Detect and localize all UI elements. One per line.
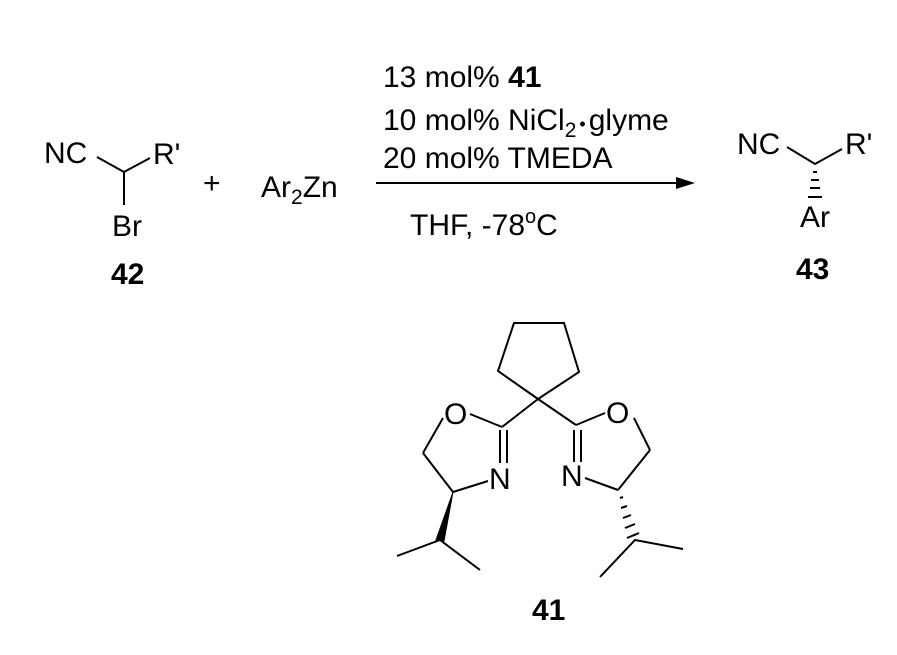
condition-ligand: 13 mol% 41	[383, 61, 541, 94]
oxygen-right: O	[606, 397, 629, 430]
ligand-41: O N O N 41	[396, 322, 684, 627]
compound-label-42: 42	[111, 258, 144, 291]
condition-tmeda: 20 mol% TMEDA	[383, 142, 613, 175]
bond	[786, 146, 843, 166]
arrow-head	[676, 177, 695, 189]
isopropyl-right	[599, 538, 684, 578]
oxygen-left: O	[444, 398, 467, 431]
condition-nickel: 10 mol% NiCl2•glyme	[383, 104, 669, 142]
bromine: Br	[112, 210, 142, 243]
condition-solvent-temp: THF, -78oC	[410, 206, 558, 242]
aryl-group: Ar	[800, 201, 830, 234]
nc-group: NC	[737, 128, 780, 161]
nitrogen-left: N	[489, 463, 511, 496]
r-prime-group: R'	[153, 138, 180, 171]
wedge-bond	[435, 491, 454, 542]
reaction-conditions: 13 mol% 41 10 mol% NiCl2•glyme 20 mol% T…	[376, 61, 695, 242]
product-43: NC R' Ar 43	[737, 128, 872, 286]
cyclopentane-ring	[496, 322, 581, 401]
reactant-42: NC R' Br 42	[44, 137, 180, 291]
diarylzinc-reagent: Ar2Zn	[261, 171, 338, 209]
nc-group: NC	[44, 137, 87, 170]
hashed-bond	[808, 171, 822, 198]
nitrogen-right: N	[561, 460, 583, 493]
bond	[96, 156, 151, 174]
isopropyl-left	[396, 538, 481, 571]
plus-sign: +	[203, 167, 221, 200]
compound-label-41: 41	[532, 594, 565, 627]
r-prime-group: R'	[845, 128, 872, 161]
compound-label-43: 43	[796, 253, 829, 286]
hashed-bond	[619, 496, 640, 539]
